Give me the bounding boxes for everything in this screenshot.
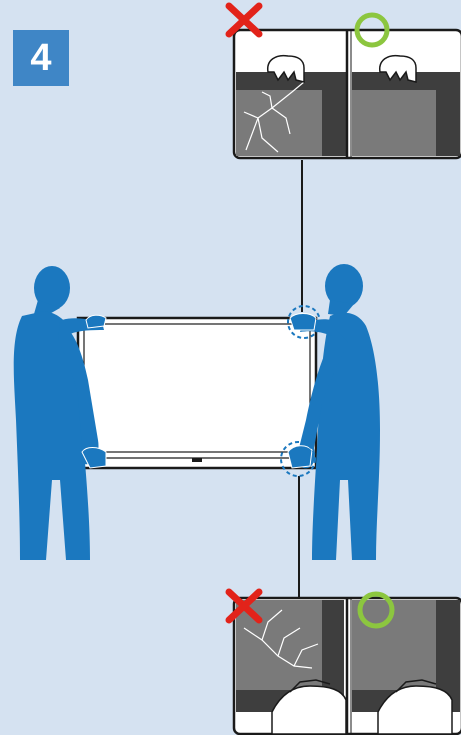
person-left-figure bbox=[14, 266, 104, 560]
bottom-detail-panels bbox=[234, 598, 461, 734]
person-right-figure bbox=[297, 264, 380, 560]
top-detail-panels bbox=[234, 30, 461, 158]
right-bottom-hand bbox=[288, 446, 312, 468]
left-top-hand bbox=[86, 315, 106, 328]
display-panel bbox=[78, 318, 316, 468]
right-top-hand bbox=[290, 314, 316, 331]
